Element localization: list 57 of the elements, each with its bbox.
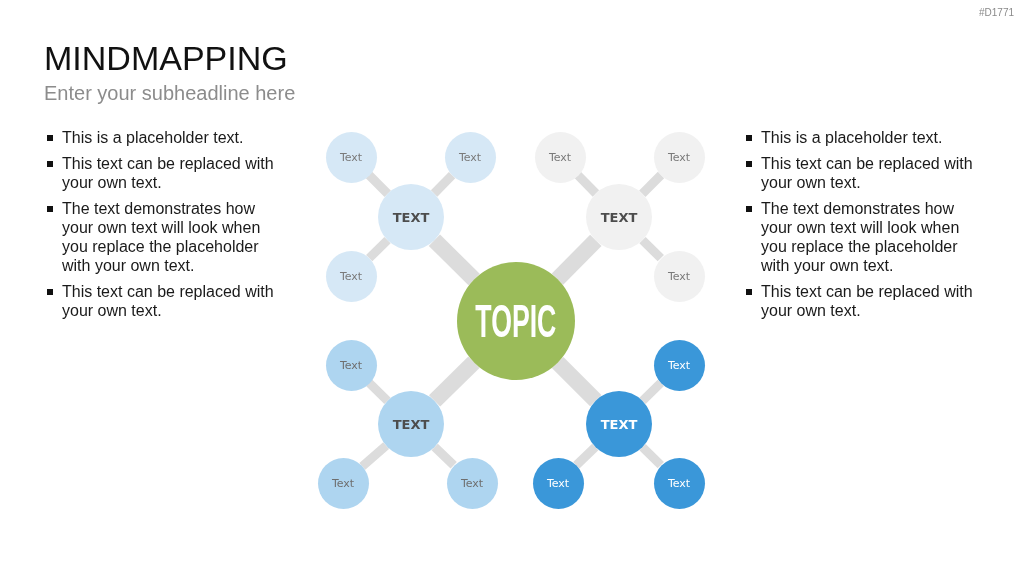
branch-connector	[428, 234, 480, 286]
branch-connector	[639, 379, 664, 405]
bullet-text: The text demonstrates how your own text will look when you replace the placeholder with your own text.	[62, 199, 262, 275]
leaf-node	[446, 457, 498, 509]
leaf-node	[653, 250, 705, 302]
branch-connector	[429, 356, 480, 407]
leaf-label: Text	[339, 269, 363, 283]
branch-connector	[551, 234, 602, 285]
bullet-text: This is a placeholder text.	[761, 128, 944, 147]
leaf-label: Text	[458, 150, 482, 164]
branch-connector	[552, 357, 602, 407]
reference-code: #D1771	[978, 7, 1014, 19]
branch-connector	[431, 443, 457, 469]
leaf-node	[444, 131, 496, 183]
subtopic-node	[378, 184, 444, 250]
branch-connector	[366, 236, 391, 262]
bullet-text: This text can be replaced with your own text.	[761, 282, 974, 320]
leaf-node	[653, 131, 705, 183]
topic-label: TOPIC	[475, 298, 557, 344]
branch-connector	[365, 171, 391, 197]
subtopic-label: TEXT	[600, 416, 638, 432]
bullet-text: This is a placeholder text.	[62, 128, 245, 147]
branch-connector	[639, 171, 665, 197]
bullet-text: The text demonstrates how your own text will look when you replace the placeholder with your own text.	[761, 199, 961, 275]
leaf-label: Text	[548, 150, 572, 164]
branch-connector	[430, 172, 456, 197]
leaf-label: Text	[460, 476, 484, 490]
leaf-node	[317, 457, 369, 509]
leaf-label: Text	[667, 476, 691, 490]
leaf-label: Text	[339, 358, 363, 372]
leaf-label: Text	[339, 150, 363, 164]
branch-connector	[574, 172, 600, 197]
subheadline: Enter your subheadline here	[44, 81, 296, 105]
leaf-node	[653, 457, 705, 509]
subtopic-node	[586, 184, 652, 250]
branch-connector	[366, 379, 391, 405]
leaf-node	[325, 250, 377, 302]
branch-connector	[359, 442, 390, 470]
leaf-label: Text	[667, 269, 691, 283]
bullet-text: This text can be replaced with your own text.	[761, 154, 974, 192]
leaf-label: Text	[546, 476, 570, 490]
branch-connector	[639, 443, 664, 469]
bullet-text: This text can be replaced with your own text.	[62, 154, 275, 192]
leaf-node	[653, 339, 705, 391]
subtopic-label: TEXT	[600, 209, 638, 225]
leaf-label: Text	[667, 358, 691, 372]
branch-connector	[639, 236, 664, 262]
subtopic-label: TEXT	[392, 416, 430, 432]
branch-connector	[573, 443, 599, 469]
slide-title: MINDMAPPING	[44, 38, 288, 78]
bullet-text: This text can be replaced with your own text.	[62, 282, 275, 320]
subtopic-label: TEXT	[392, 209, 430, 225]
leaf-node	[532, 457, 584, 509]
leaf-label: Text	[667, 150, 691, 164]
subtopic-node	[586, 391, 652, 457]
subtopic-node	[378, 391, 444, 457]
leaf-label: Text	[331, 476, 355, 490]
